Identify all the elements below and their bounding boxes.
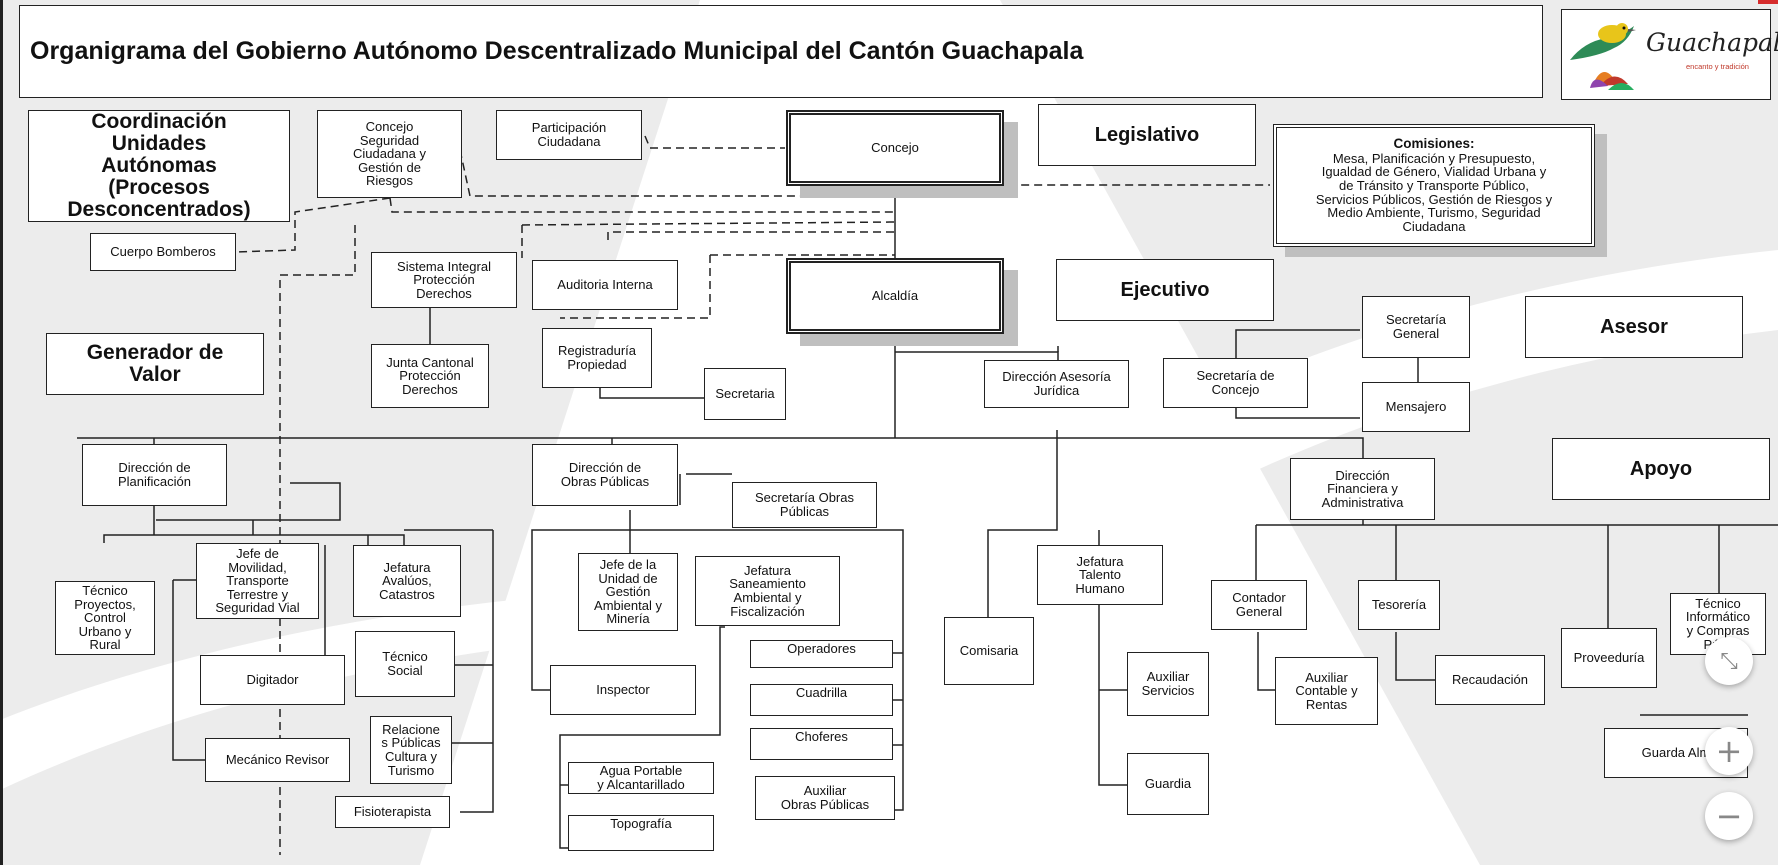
unit-secretaria: Secretaria (704, 368, 786, 420)
unit-comisaria: Comisaria (944, 617, 1034, 685)
unit-dir-obras: Dirección de Obras Públicas (532, 444, 678, 506)
unit-secretaria-obras: Secretaría Obras Públicas (732, 482, 877, 528)
zoom-in-button[interactable]: + (1705, 727, 1753, 775)
unit-agua: Agua Portable y Alcantarillado (568, 762, 714, 794)
unit-mensajero: Mensajero (1362, 382, 1470, 432)
unit-tecnico-proyectos: Técnico Proyectos, Control Urbano y Rura… (55, 581, 155, 655)
unit-secretaria-concejo: Secretaría de Concejo (1163, 358, 1308, 408)
unit-junta-cantonal: Junta Cantonal Protección Derechos (371, 344, 489, 408)
unit-topografia: Topografía (568, 815, 714, 851)
unit-auxiliar-obras: Auxiliar Obras Públicas (755, 776, 895, 820)
level-legislativo: Legislativo (1038, 104, 1256, 166)
left-border (0, 0, 3, 865)
level-asesor: Asesor (1525, 296, 1743, 358)
unit-concejo-seguridad: Concejo Seguridad Ciudadana y Gestión de… (317, 110, 462, 198)
unit-direccion-asesoria: Dirección Asesoría Jurídica (984, 360, 1129, 408)
unit-dir-planificacion: Dirección de Planificación (82, 444, 227, 506)
comisiones-box: Comisiones: Mesa, Planificación y Presup… (1273, 124, 1595, 247)
unit-participacion: Participación Ciudadana (496, 110, 642, 160)
unit-alcaldia: Alcaldía (786, 258, 1004, 334)
unit-relaciones: Relacione s Públicas Cultura y Turismo (370, 716, 452, 784)
unit-secretaria-general: Secretaría General (1362, 296, 1470, 358)
unit-jefatura-saneamiento: Jefatura Saneamiento Ambiental y Fiscali… (695, 556, 840, 626)
level-apoyo: Apoyo (1552, 438, 1770, 500)
unit-jefe-movilidad: Jefe de Movilidad, Transporte Terrestre … (196, 543, 319, 619)
zoom-out-button[interactable]: − (1705, 792, 1753, 840)
unit-digitador: Digitador (200, 655, 345, 705)
unit-tecnico-social: Técnico Social (355, 631, 455, 697)
unit-choferes: Choferes (750, 728, 893, 760)
unit-fisioterapista: Fisioterapista (335, 796, 450, 828)
level-ejecutivo: Ejecutivo (1056, 259, 1274, 321)
collapse-button[interactable]: ⤡ (1705, 637, 1753, 685)
unit-auxiliar-contable: Auxiliar Contable y Rentas (1275, 657, 1378, 725)
unit-contador: Contador General (1211, 580, 1307, 630)
level-generador: Generador de Valor (46, 333, 264, 395)
unit-auditoria: Auditoria Interna (532, 260, 678, 310)
bird-icon (1570, 23, 1636, 90)
unit-proveeduria: Proveeduría (1561, 628, 1657, 688)
unit-cuadrilla: Cuadrilla (750, 684, 893, 716)
unit-jefatura-avaluos: Jefatura Avalúos, Catastros (353, 545, 461, 617)
guachapala-logo: Guachapala encanto y tradición (1561, 9, 1778, 100)
unit-dir-financiera: Dirección Financiera y Administrativa (1290, 458, 1435, 520)
unit-jefe-unidad: Jefe de la Unidad de Gestión Ambiental y… (578, 553, 678, 631)
page-title: Organigrama del Gobierno Autónomo Descen… (19, 5, 1543, 98)
unit-operadores: Operadores (750, 640, 893, 668)
level-coordinacion: Coordinación Unidades Autónomas (Proceso… (28, 110, 290, 222)
logo-slogan: encanto y tradición (1686, 62, 1749, 71)
corner-accent (1758, 0, 1778, 4)
unit-mecanico: Mecánico Revisor (205, 738, 350, 782)
unit-auxiliar-servicios: Auxiliar Servicios (1127, 652, 1209, 716)
unit-bomberos: Cuerpo Bomberos (90, 233, 236, 271)
comisiones-text: Mesa, Planificación y Presupuesto, Igual… (1315, 150, 1553, 234)
unit-inspector: Inspector (550, 665, 696, 715)
unit-sistema-integral: Sistema Integral Protección Derechos (371, 252, 517, 308)
unit-tesoreria: Tesorería (1358, 580, 1440, 630)
unit-jefatura-talento: Jefatura Talento Humano (1037, 545, 1163, 605)
unit-guardia: Guardia (1127, 753, 1209, 815)
comisiones-heading: Comisiones: (1393, 136, 1475, 152)
logo-text: Guachapala (1646, 28, 1778, 57)
unit-registraduria: Registraduría Propiedad (542, 328, 652, 388)
unit-concejo: Concejo (786, 110, 1004, 186)
unit-recaudacion: Recaudación (1435, 655, 1545, 705)
